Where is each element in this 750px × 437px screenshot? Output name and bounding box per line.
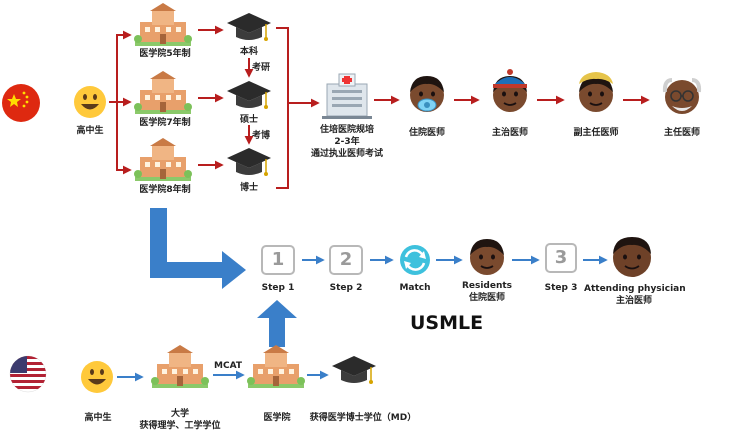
label-attending-zh: 主治医师 xyxy=(615,296,652,306)
step2-box xyxy=(329,245,363,275)
college-building-icon xyxy=(151,345,209,388)
bachelor-cap-icon xyxy=(226,12,272,42)
label-residency-2: 2-3年 xyxy=(334,137,360,147)
med-school-5yr-icon xyxy=(134,3,192,46)
usa-student-icon xyxy=(81,361,113,393)
med-school-8yr-icon xyxy=(134,138,192,181)
step2-number: 2 xyxy=(339,249,353,270)
china-to-usmle-arrow xyxy=(150,208,246,289)
usmle-title: USMLE xyxy=(410,312,484,334)
us-resident-icon xyxy=(469,238,505,276)
associate-chief-physician-icon xyxy=(578,72,614,113)
label-doctor: 博士 xyxy=(239,183,258,193)
label-us-med-school: 医学院 xyxy=(263,413,291,423)
label-attending-en: Attending physician xyxy=(584,284,686,294)
label-residents-en: Residents xyxy=(461,281,513,291)
china-branch-arrows xyxy=(109,30,132,175)
step1-number: 1 xyxy=(271,249,285,270)
china-flag-icon xyxy=(2,84,40,122)
label-career-chief: 主任医师 xyxy=(663,128,700,138)
label-career-attending: 主治医师 xyxy=(491,128,528,138)
china-student-icon xyxy=(74,86,106,118)
label-residency-1: 住培医院规培 xyxy=(319,125,374,135)
label-md: 获得医学博士学位（MD） xyxy=(309,413,417,423)
label-usa-high-school: 高中生 xyxy=(84,413,112,423)
label-school-7yr: 医学院7年制 xyxy=(139,118,191,128)
label-school-5yr: 医学院5年制 xyxy=(139,49,191,59)
hospital-icon xyxy=(322,73,372,119)
label-bachelor: 本科 xyxy=(239,47,258,57)
us-med-school-icon xyxy=(247,345,305,388)
label-match: Match xyxy=(399,283,431,293)
label-college-1: 大学 xyxy=(170,409,189,419)
label-college-2: 获得理学、工学学位 xyxy=(139,421,221,431)
doctor-cap-icon xyxy=(226,147,272,177)
attending-physician-icon xyxy=(492,69,528,113)
label-residents-zh: 住院医师 xyxy=(468,293,505,303)
step3-number: 3 xyxy=(554,247,568,268)
step3-box xyxy=(545,243,577,273)
label-step1: Step 1 xyxy=(261,283,295,293)
label-exam-doctor: 考博 xyxy=(252,131,271,141)
label-residency-3: 通过执业医师考试 xyxy=(310,149,383,159)
usa-to-usmle-arrow xyxy=(257,300,297,347)
med-school-7yr-icon xyxy=(134,71,192,114)
label-master: 硕士 xyxy=(239,115,258,125)
label-china-high-school: 高中生 xyxy=(76,126,104,136)
label-mcat: MCAT xyxy=(214,361,242,371)
residency-bracket xyxy=(276,27,318,189)
us-attending-icon xyxy=(613,237,651,277)
match-refresh-icon xyxy=(400,245,430,275)
master-cap-icon xyxy=(226,80,272,110)
label-step3: Step 3 xyxy=(544,283,578,293)
resident-physician-icon xyxy=(409,75,445,113)
chief-physician-icon xyxy=(662,78,702,114)
md-cap-icon xyxy=(331,355,377,385)
usa-flag-icon xyxy=(9,355,47,393)
label-career-resident: 住院医师 xyxy=(408,128,445,138)
school-to-degree-arrows xyxy=(198,25,224,170)
label-school-8yr: 医学院8年制 xyxy=(139,185,191,195)
label-career-associate-chief: 副主任医师 xyxy=(573,128,619,138)
label-exam-master: 考研 xyxy=(252,63,271,73)
step1-box xyxy=(261,245,295,275)
label-step2: Step 2 xyxy=(329,283,363,293)
